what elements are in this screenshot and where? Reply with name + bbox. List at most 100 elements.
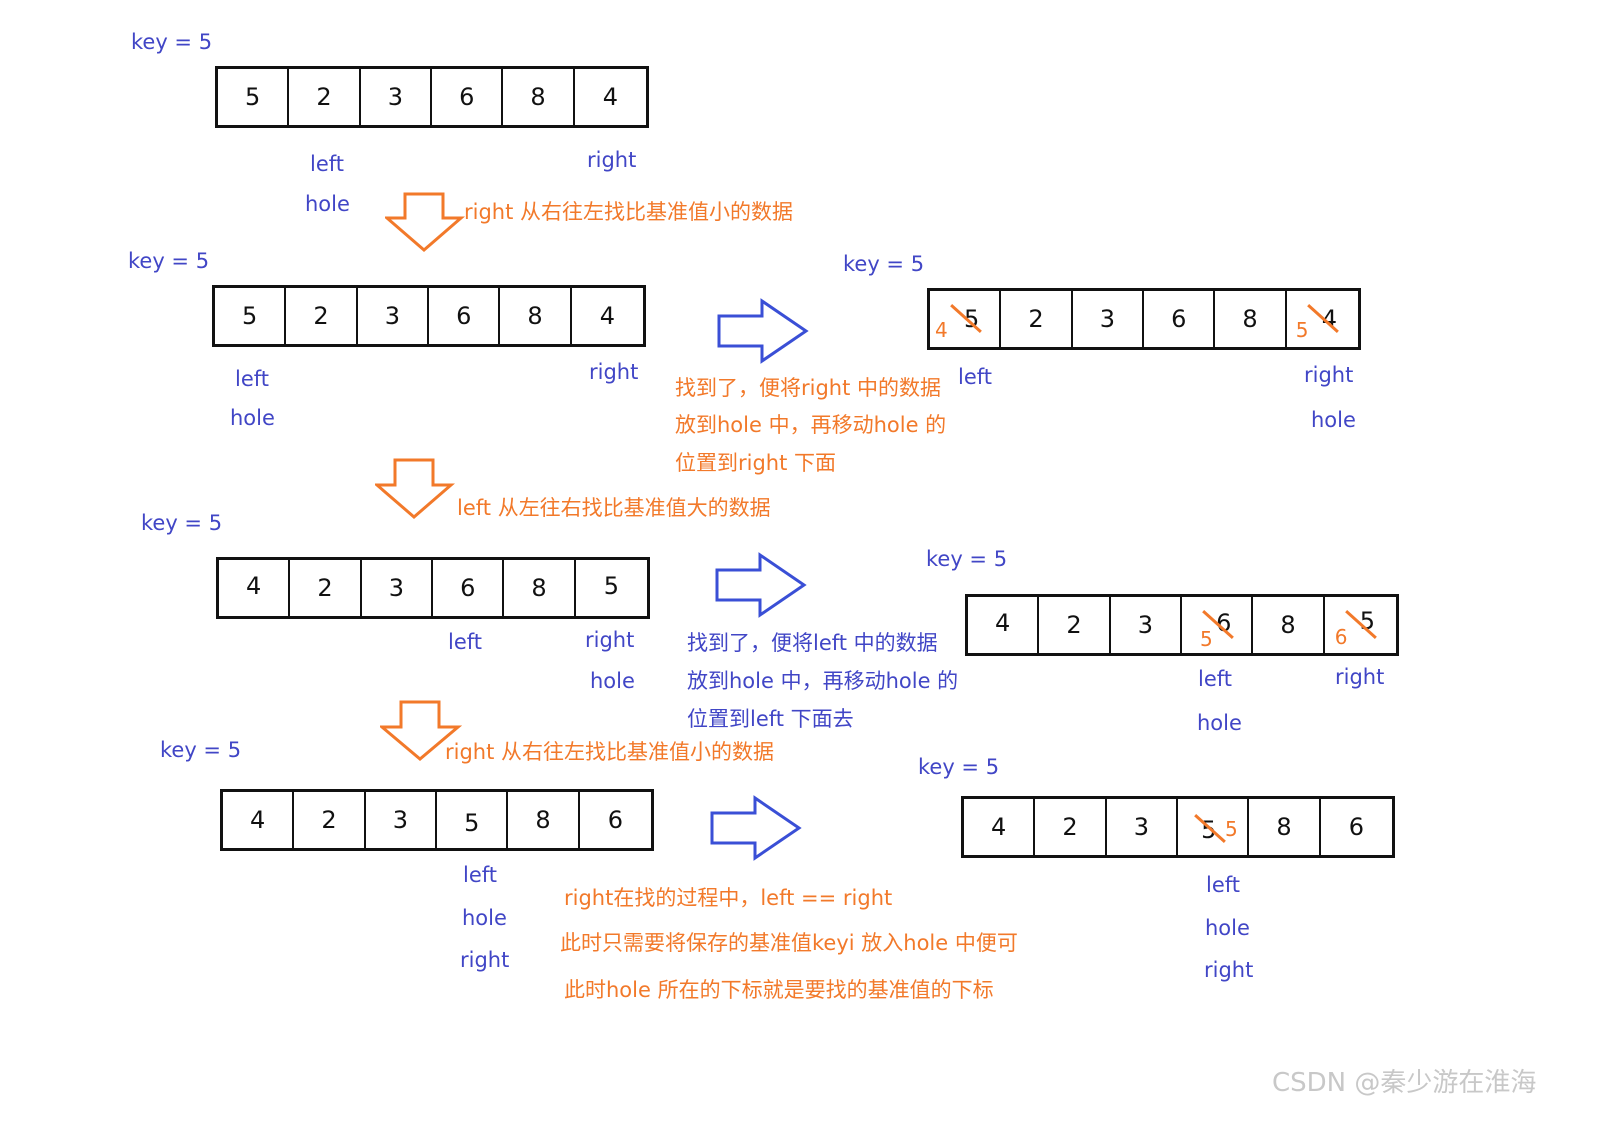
explain-line: right在找的过程中，left == right bbox=[564, 886, 893, 910]
key-label-3: key = 5 bbox=[141, 511, 223, 535]
hole-label: hole bbox=[590, 669, 635, 693]
new-value: 4 bbox=[935, 318, 948, 342]
array-cell: 5 6 bbox=[1334, 607, 1377, 649]
array-cell: 6 bbox=[1348, 813, 1365, 841]
explain-line: 放到hole 中，再移动hole 的 bbox=[675, 413, 947, 437]
hole-label: hole bbox=[1205, 916, 1250, 940]
array-cell: 3 bbox=[366, 792, 438, 848]
array-cell: 8 bbox=[1249, 799, 1321, 855]
hole-label: hole bbox=[1311, 408, 1356, 432]
array-cell: 6 5 bbox=[1182, 597, 1254, 653]
right-label: right bbox=[460, 948, 510, 972]
array-4-result: 4 2 3 5 5 8 6 bbox=[961, 796, 1395, 858]
right-label: right bbox=[1304, 363, 1354, 387]
right-label: right bbox=[589, 360, 639, 384]
array-cell: 4 bbox=[602, 83, 619, 111]
new-value: 5 bbox=[1200, 627, 1213, 651]
step-note-3: right 从右往左找比基准值小的数据 bbox=[445, 740, 775, 764]
down-arrow-icon bbox=[385, 192, 465, 252]
new-value: 5 bbox=[1295, 318, 1309, 342]
array-cell: 6 bbox=[1144, 291, 1216, 347]
array-cell: 5 bbox=[218, 69, 290, 125]
right-arrow-icon bbox=[717, 298, 809, 364]
left-label: left bbox=[448, 630, 483, 654]
array-cell: 3 bbox=[1111, 597, 1183, 653]
down-arrow-icon bbox=[375, 458, 455, 519]
left-label: left bbox=[235, 367, 270, 391]
step-note-1: right 从右往左找比基准值小的数据 bbox=[464, 200, 794, 224]
right-label: right bbox=[1335, 665, 1385, 689]
hole-label: hole bbox=[305, 192, 350, 216]
left-label: left bbox=[1206, 873, 1241, 897]
array-cell: 6 bbox=[432, 69, 504, 125]
explain-line: 此时hole 所在的下标就是要找的基准值的下标 bbox=[564, 978, 994, 1002]
explain-line: 位置到right 下面 bbox=[675, 451, 837, 475]
hole-label: hole bbox=[230, 406, 275, 430]
key-label-3r: key = 5 bbox=[926, 547, 1008, 571]
left-label: left bbox=[958, 365, 993, 389]
array-cell: 4 5 bbox=[1295, 304, 1339, 342]
step-note-2: left 从左往右找比基准值大的数据 bbox=[457, 496, 771, 520]
explain-line: 位置到left 下面去 bbox=[687, 707, 854, 731]
array-cell: 4 bbox=[219, 560, 291, 616]
key-label-1: key = 5 bbox=[131, 30, 213, 54]
new-value: 5 bbox=[1225, 817, 1238, 841]
array-cell: 8 bbox=[1253, 597, 1325, 653]
array-cell: 8 bbox=[500, 288, 572, 344]
left-label: left bbox=[463, 863, 498, 887]
array-cell: 5 bbox=[437, 792, 509, 848]
array-1: 5 2 3 6 8 4 bbox=[215, 66, 649, 128]
key-label-4r: key = 5 bbox=[918, 755, 1000, 779]
array-cell: 8 bbox=[504, 560, 576, 616]
right-label: right bbox=[1204, 958, 1254, 982]
hole-label: hole bbox=[462, 906, 507, 930]
key-label-2: key = 5 bbox=[128, 249, 210, 273]
key-label-4: key = 5 bbox=[160, 738, 242, 762]
array-cell: 3 bbox=[358, 288, 430, 344]
array-cell: 4 bbox=[599, 302, 616, 330]
array-cell: 5 4 bbox=[930, 291, 1002, 347]
watermark: CSDN @秦少游在淮海 bbox=[1272, 1068, 1537, 1098]
array-3-result: 4 2 3 6 5 8 5 6 bbox=[965, 594, 1399, 656]
array-cell: 5 5 bbox=[1178, 799, 1250, 855]
new-value: 6 bbox=[1334, 625, 1348, 649]
array-cell: 3 bbox=[362, 560, 434, 616]
array-cell: 2 bbox=[1035, 799, 1107, 855]
array-3: 4 2 3 6 8 5 bbox=[216, 557, 650, 619]
right-arrow-icon bbox=[715, 552, 807, 618]
array-4: 4 2 3 5 8 6 bbox=[220, 789, 654, 851]
down-arrow-icon bbox=[380, 700, 462, 761]
array-cell: 5 bbox=[603, 572, 620, 600]
array-cell: 4 bbox=[964, 799, 1036, 855]
array-cell: 8 bbox=[503, 69, 575, 125]
array-cell: 6 bbox=[433, 560, 505, 616]
array-cell: 8 bbox=[508, 792, 580, 848]
key-label-2r: key = 5 bbox=[843, 252, 925, 276]
explain-line: 此时只需要将保存的基准值keyi 放入hole 中便可 bbox=[560, 931, 1018, 955]
array-2-result: 5 4 2 3 6 8 4 5 bbox=[927, 288, 1361, 350]
array-2: 5 2 3 6 8 4 bbox=[212, 285, 646, 347]
array-cell: 8 bbox=[1215, 291, 1287, 347]
array-cell: 2 bbox=[1001, 291, 1073, 347]
left-label: left bbox=[1198, 667, 1233, 691]
left-label: left bbox=[310, 152, 345, 176]
array-cell: 3 bbox=[1073, 291, 1145, 347]
array-cell: 3 bbox=[361, 69, 433, 125]
array-cell: 2 bbox=[290, 560, 362, 616]
array-cell: 2 bbox=[294, 792, 366, 848]
explain-line: 找到了，便将right 中的数据 bbox=[675, 376, 942, 400]
array-cell: 4 bbox=[223, 792, 295, 848]
array-cell: 6 bbox=[607, 806, 624, 834]
right-label: right bbox=[585, 628, 635, 652]
array-cell: 6 bbox=[429, 288, 501, 344]
array-cell: 2 bbox=[286, 288, 358, 344]
array-cell: 5 bbox=[215, 288, 287, 344]
array-cell: 2 bbox=[1039, 597, 1111, 653]
array-cell: 3 bbox=[1107, 799, 1179, 855]
right-arrow-icon bbox=[710, 795, 802, 861]
hole-label: hole bbox=[1197, 711, 1242, 735]
right-label: right bbox=[587, 148, 637, 172]
array-cell: 4 bbox=[968, 597, 1040, 653]
explain-line: 放到hole 中，再移动hole 的 bbox=[687, 669, 959, 693]
explain-line: 找到了，便将left 中的数据 bbox=[687, 631, 938, 655]
